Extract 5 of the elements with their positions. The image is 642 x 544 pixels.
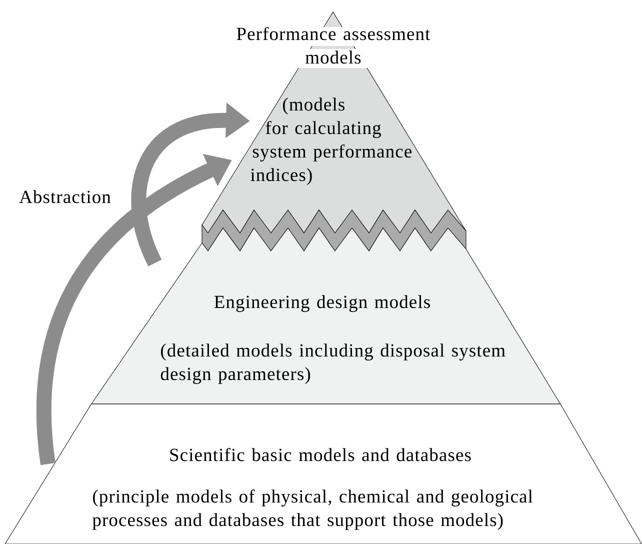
- node-label: (principle models of physical, chemical and geological processes and databases that support those models): [92, 489, 533, 530]
- pyramid-tier: Scientific basic models and databases (principle models of physical, chemical and geological processes and databases that support those models): [4, 404, 642, 544]
- pyramid-tier: Engineering design models (detailed models including disposal system design parameters): [91, 228, 561, 404]
- annotation-label: Abstraction: [19, 190, 111, 204]
- node-label: Scientific basic models and databases: [170, 448, 471, 462]
